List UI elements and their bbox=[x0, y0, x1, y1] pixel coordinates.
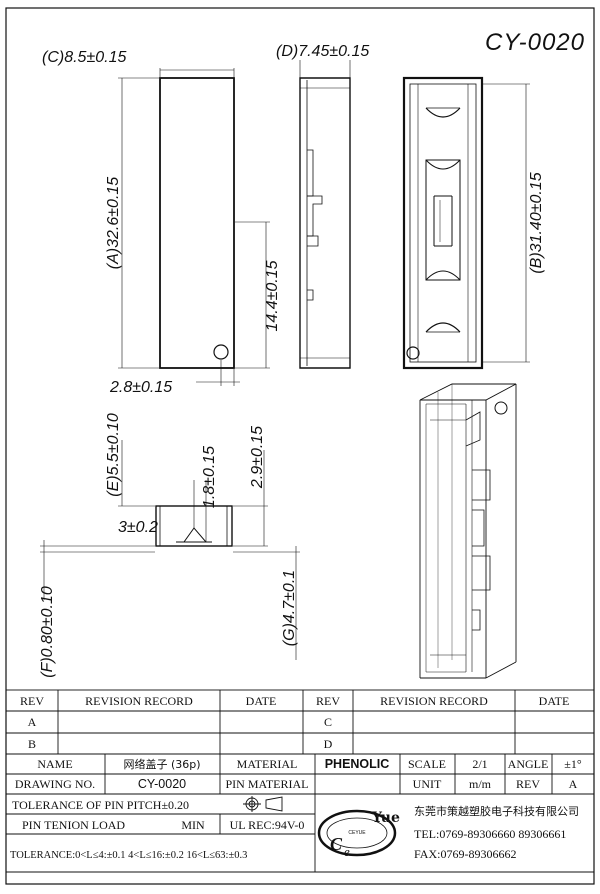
title-block bbox=[5, 753, 595, 873]
tolerance-pitch: TOLERANCE OF PIN PITCH±0.20 bbox=[12, 798, 189, 812]
angle-label: ANGLE bbox=[508, 757, 549, 771]
pin-tension-label: PIN TENION LOAD bbox=[22, 818, 125, 832]
dim-g: (G)4.7±0.1 bbox=[281, 570, 298, 646]
side-view bbox=[299, 60, 351, 369]
name-value: 网络盖子 (36p) bbox=[123, 757, 200, 771]
logo-e: e bbox=[344, 844, 350, 859]
rev-label: REV bbox=[516, 777, 540, 791]
rev-header-date-right: DATE bbox=[539, 694, 570, 708]
tolerance-ranges: TOLERANCE:0<L≤4:±0.1 4<L≤16:±0.2 16<L≤63… bbox=[10, 850, 247, 861]
rev-header-date-left: DATE bbox=[246, 694, 277, 708]
pin-material-label: PIN MATERIAL bbox=[226, 777, 309, 791]
unit-value: m/m bbox=[469, 777, 492, 791]
dim-d: (D)7.45±0.15 bbox=[276, 43, 369, 60]
drawing-code: CY-0020 bbox=[485, 29, 585, 56]
company-fax: FAX:0769-89306662 bbox=[414, 847, 516, 861]
rev-row-d: D bbox=[324, 737, 333, 751]
dim-e: (E)5.5±0.10 bbox=[105, 413, 122, 497]
material-label: MATERIAL bbox=[237, 757, 298, 771]
material-value: PHENOLIC bbox=[325, 757, 390, 771]
rev-row-c: C bbox=[324, 715, 332, 729]
scale-label: SCALE bbox=[408, 757, 446, 771]
projection-symbol-icon bbox=[243, 796, 283, 812]
rev-header-rev-right: REV bbox=[316, 694, 340, 708]
company-tel: TEL:0769-89306660 89306661 bbox=[414, 827, 566, 841]
dim-w3: 3±0.2 bbox=[118, 519, 158, 536]
dim-f: (F)0.80±0.10 bbox=[39, 586, 56, 678]
dim-a: (A)32.6±0.15 bbox=[105, 177, 122, 269]
unit-label: UNIT bbox=[413, 777, 442, 791]
sheet-border bbox=[5, 7, 595, 885]
logo-yue: Yue bbox=[371, 810, 400, 826]
dim-b: (B)31.40±0.15 bbox=[528, 172, 545, 273]
rev-header-rev-left: REV bbox=[20, 694, 44, 708]
company-name: 东莞市策越塑胶电子科技有限公司 bbox=[414, 804, 579, 818]
company-logo: C e CEYUE Yue bbox=[317, 809, 400, 859]
dim-h18: 1.8±0.15 bbox=[201, 446, 218, 508]
dim-c: (C)8.5±0.15 bbox=[42, 49, 126, 66]
ul-rec: UL REC:94V-0 bbox=[230, 818, 305, 832]
top-view bbox=[402, 76, 530, 370]
logo-c: C bbox=[330, 834, 343, 854]
end-view bbox=[40, 440, 300, 660]
name-label: NAME bbox=[37, 757, 72, 771]
logo-ring-text: CEYUE bbox=[348, 830, 366, 836]
angle-value: ±1° bbox=[564, 757, 582, 771]
min-label: MIN bbox=[181, 818, 205, 832]
isometric-view bbox=[419, 383, 517, 679]
drawing-no-label: DRAWING NO. bbox=[15, 777, 95, 791]
rev-header-record-left: REVISION RECORD bbox=[85, 694, 193, 708]
rev-value: A bbox=[569, 777, 578, 791]
drawing-no-value: CY-0020 bbox=[138, 777, 186, 791]
dim-hole: 2.8±0.15 bbox=[109, 379, 172, 396]
rev-row-b: B bbox=[28, 737, 36, 751]
front-view bbox=[118, 68, 270, 386]
rev-header-record-right: REVISION RECORD bbox=[380, 694, 488, 708]
dim-h29: 2.9±0.15 bbox=[249, 426, 266, 489]
dim-mid: 14.4±0.15 bbox=[264, 260, 281, 331]
rev-row-a: A bbox=[28, 715, 37, 729]
scale-value: 2/1 bbox=[472, 757, 487, 771]
